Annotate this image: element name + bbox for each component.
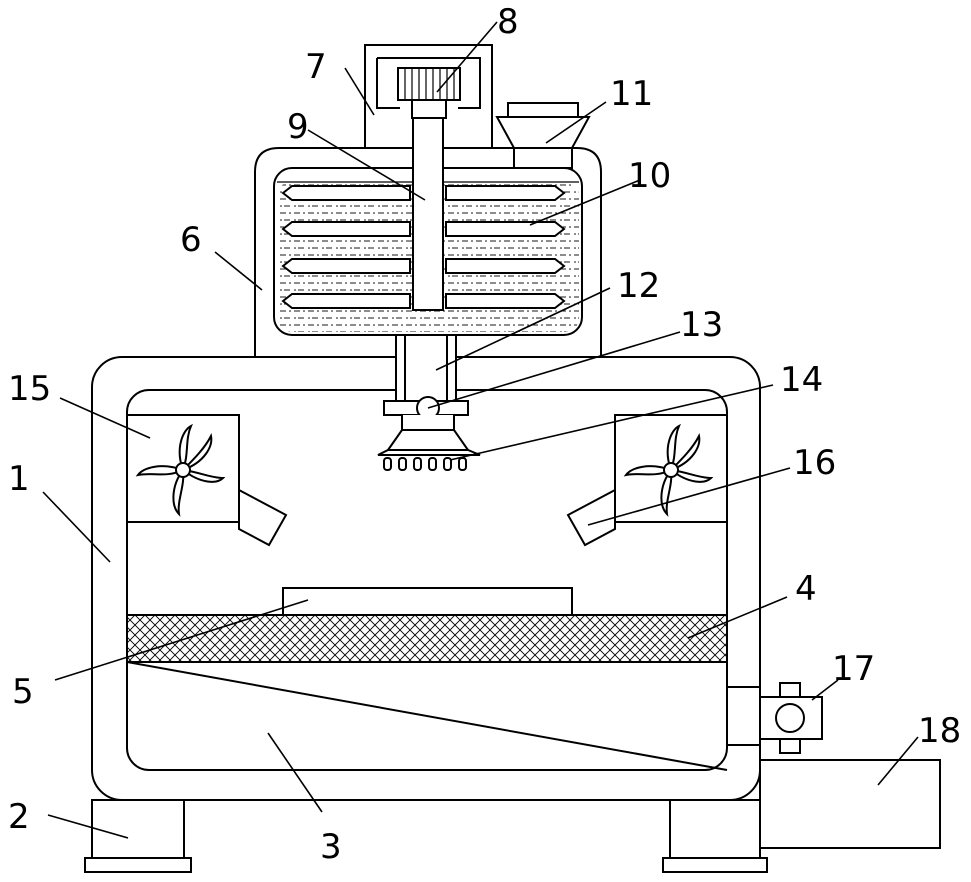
label-12: 12 (617, 266, 660, 306)
label-15: 15 (8, 369, 51, 409)
label-13: 13 (680, 305, 723, 345)
label-9: 9 (287, 107, 309, 147)
label-1: 1 (8, 459, 30, 499)
stirring-shaft (413, 118, 443, 310)
label-8: 8 (497, 2, 519, 42)
label-17: 17 (832, 649, 875, 689)
label-3: 3 (320, 827, 342, 867)
label-7: 7 (305, 47, 327, 87)
filter-screen (127, 615, 727, 662)
label-2: 2 (8, 797, 30, 837)
label-4: 4 (795, 569, 817, 609)
label-5: 5 (12, 672, 34, 712)
right-leg (663, 800, 767, 872)
discharge-valve (727, 683, 822, 753)
label-18: 18 (918, 711, 961, 751)
label-14: 14 (780, 360, 823, 400)
label-10: 10 (628, 156, 671, 196)
collection-box (760, 760, 940, 848)
label-16: 16 (793, 443, 836, 483)
label-11: 11 (610, 74, 653, 114)
left-leg (85, 800, 191, 872)
material-platform (283, 588, 572, 615)
label-6: 6 (180, 220, 202, 260)
